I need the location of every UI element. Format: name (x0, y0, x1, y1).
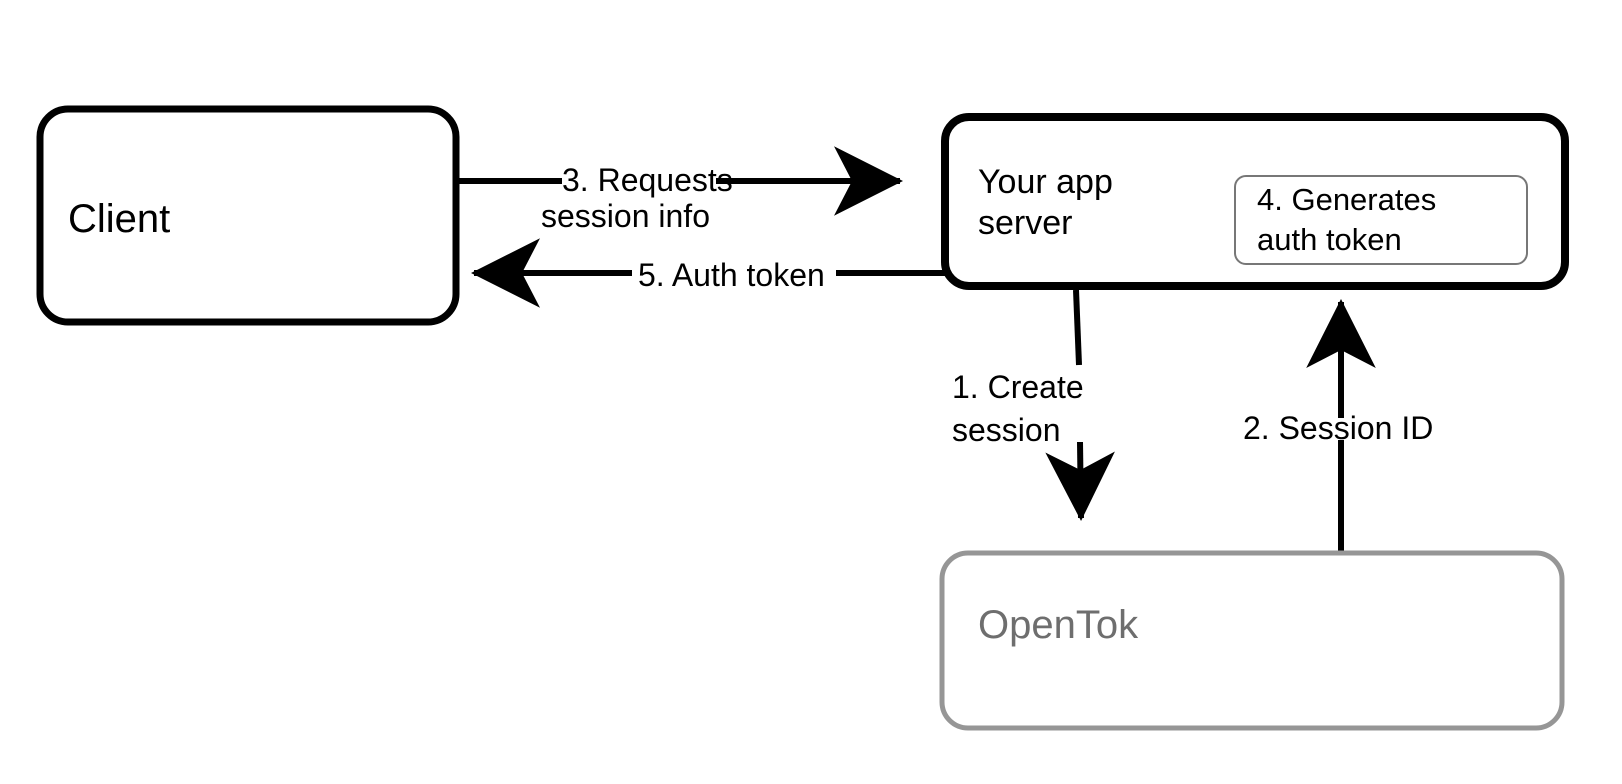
edge-create-session: 1. Create session (952, 289, 1115, 521)
node-opentok-box[interactable] (939, 550, 1565, 731)
node-app-server-label-line1: Your app (978, 163, 1113, 201)
edge-label-auth-token: 5. Auth token (638, 257, 825, 293)
node-app-server[interactable]: Your app server 4. Generates auth token (941, 113, 1569, 290)
edge-session-id: 2. Session ID (1243, 299, 1433, 553)
edge-create-session-line-lower (1045, 441, 1115, 521)
node-opentok[interactable]: OpenTok (939, 550, 1565, 731)
edge-create-session-line-upper (1073, 289, 1082, 366)
node-client[interactable]: Client (36, 105, 460, 326)
node-client-box[interactable] (36, 105, 460, 326)
node-generates-auth-token[interactable]: 4. Generates auth token (1234, 175, 1528, 265)
node-generates-auth-token-label-line1: 4. Generates (1257, 182, 1436, 217)
node-generates-auth-token-label-line2: auth token (1257, 222, 1402, 257)
node-app-server-label-line2: server (978, 204, 1072, 242)
edge-auth-token: 5. Auth token (471, 238, 945, 308)
edge-label-requests-line2: session info (541, 198, 710, 234)
node-client-label: Client (68, 197, 170, 241)
node-generates-auth-token-box[interactable] (1234, 175, 1528, 265)
edge-label-create-session-line2: session (952, 412, 1061, 448)
edge-label-requests-line1: 3. Requests (562, 162, 733, 198)
edge-requests-session-info: 3. Requests session info (456, 146, 903, 234)
edge-label-create-session-line1: 1. Create (952, 369, 1084, 405)
node-opentok-label: OpenTok (978, 603, 1139, 647)
edge-label-session-id: 2. Session ID (1243, 410, 1433, 446)
